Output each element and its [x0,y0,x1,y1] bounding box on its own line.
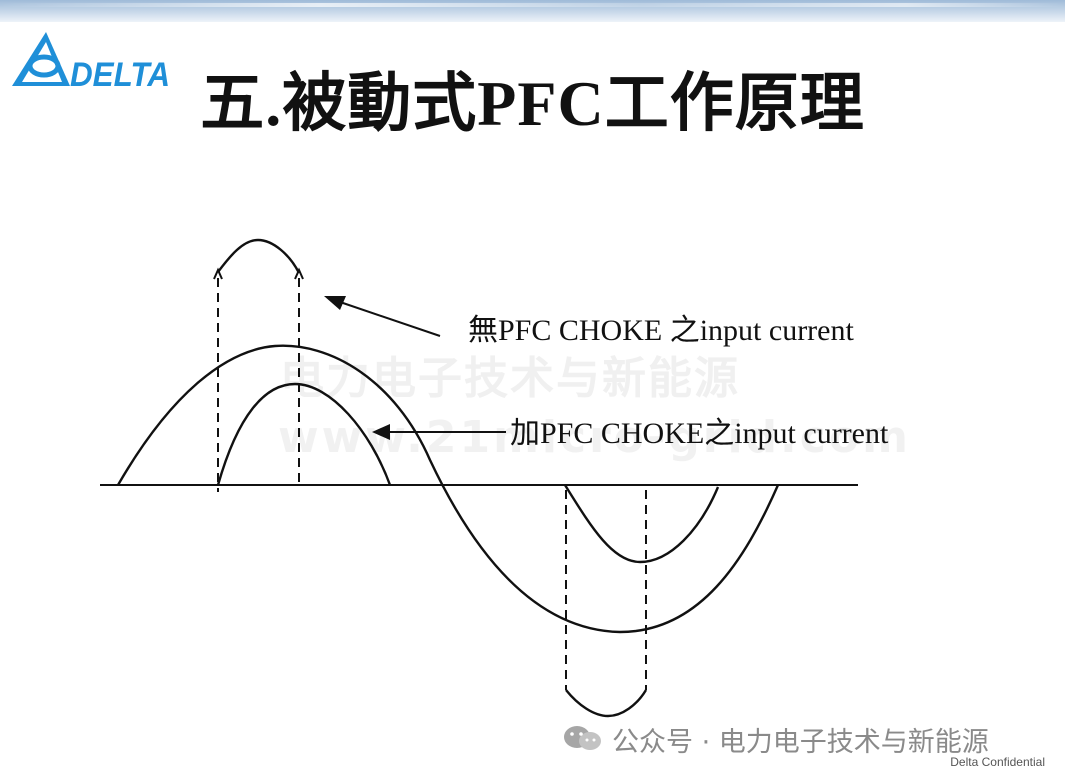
dashed-guides [217,278,647,690]
arrow-without-choke [339,301,441,337]
delta-logo: DELTA [8,28,176,92]
watermark-channel: 电力电子技术与新能源 [280,353,740,404]
slide-title: 五.被動式PFC工作原理 [200,68,865,139]
label-without-choke: 無PFC CHOKE 之input current [468,314,854,347]
current-without-choke-negative [565,689,648,718]
arrowhead-icon [324,296,346,310]
voltage-sine-wave [116,344,780,634]
footer-account: 公众号 · 电力电子技术与新能源 [612,727,989,758]
watermark-site: www.21micro-grid.com [278,412,911,463]
current-with-choke-positive [216,382,392,486]
logo-text: DELTA [70,56,170,92]
footer-confidential: Delta Confidential [950,755,1045,769]
current-without-choke-positive [217,238,301,274]
top-banner-stripe [0,3,1065,7]
wechat-icon [562,724,604,752]
current-with-choke-negative [563,484,720,564]
arrowhead-icon [372,424,390,440]
top-banner [0,0,1065,22]
label-with-choke: 加PFC CHOKE之input current [510,417,889,450]
